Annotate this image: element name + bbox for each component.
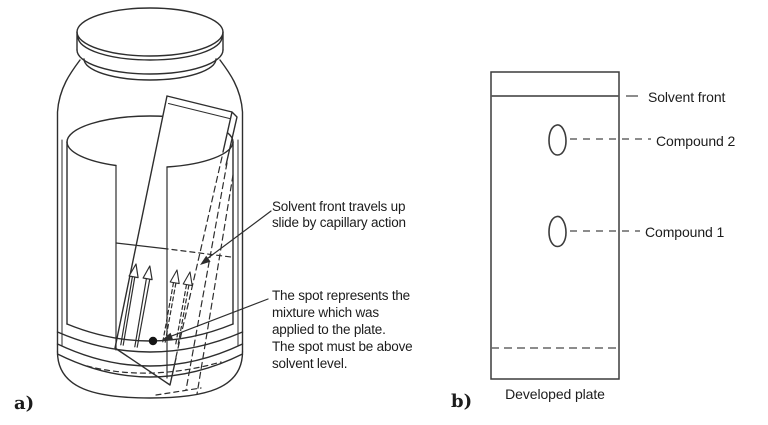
- compound-1-spot: [548, 215, 567, 248]
- developed-plate-drawing: [490, 71, 651, 380]
- arrowhead-icon: [200, 255, 211, 265]
- panel-a-label: a): [14, 393, 35, 414]
- arrow-up-icon: [169, 269, 180, 285]
- solvent-front-on-slide: [115, 242, 169, 250]
- jar-lid: [76, 7, 224, 75]
- compound-2-label: Compound 2: [656, 133, 736, 149]
- capillary-annotation: Solvent front travels up slide by capill…: [272, 199, 406, 230]
- solvent-level-dashed: [86, 361, 222, 374]
- capillary-arrows: [120, 263, 153, 348]
- spot-annotation: The spot represents the mixture which wa…: [272, 288, 413, 371]
- arrow-up-icon: [142, 265, 153, 281]
- jar-drawing: [56, 7, 272, 399]
- arrow-up-icon: [182, 271, 193, 287]
- sample-spot: [148, 336, 158, 346]
- developed-plate-caption: Developed plate: [505, 386, 605, 402]
- compound-1-label: Compound 1: [645, 224, 725, 240]
- leader-arrow-capillary: [200, 210, 272, 265]
- leader-arrow-spot: [162, 298, 269, 340]
- jar-body: [56, 58, 244, 399]
- compound-2-spot: [548, 124, 567, 156]
- arrowhead-icon: [162, 332, 174, 340]
- arrow-up-icon: [128, 263, 139, 279]
- slide-reflection-dashed: [155, 156, 234, 396]
- solvent-front-label: Solvent front: [648, 89, 726, 105]
- panel-b-label: b): [451, 391, 473, 412]
